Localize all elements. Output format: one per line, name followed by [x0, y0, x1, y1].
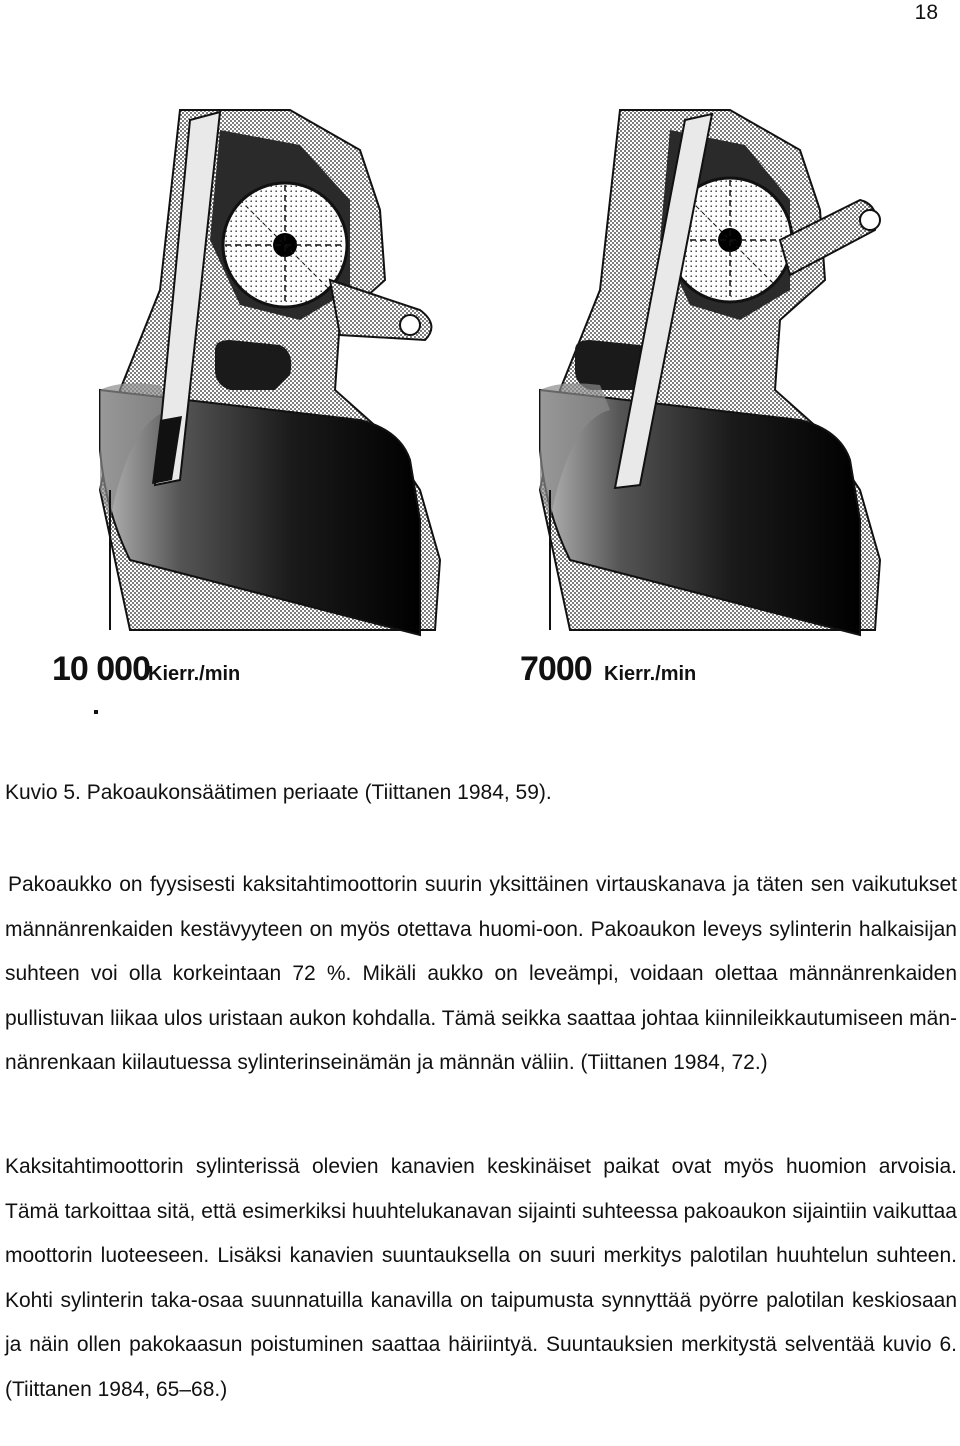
page-number: 18	[914, 1, 938, 24]
speck-mark	[94, 710, 98, 714]
right-diagram	[538, 109, 882, 637]
right-speed-unit: Kierr./min	[604, 663, 696, 685]
figure-caption: Kuvio 5. Pakoaukonsäätimen periaate (Tii…	[5, 781, 552, 804]
exhaust-valve-diagram: 10 000 Kierr./min 7000 Kierr./min	[52, 109, 882, 714]
body-paragraph-2: Kaksitahtimoottorin sylinterissä olevien…	[5, 1155, 957, 1401]
left-speed-number: 10 000	[52, 650, 150, 688]
right-speed-number: 7000	[520, 650, 592, 688]
left-speed-unit: Kierr./min	[148, 663, 240, 685]
exhaust-valve-figure: 10 000 Kierr./min 7000 Kierr./min	[40, 90, 920, 730]
left-diagram	[98, 109, 442, 637]
body-paragraph-1: Pakoaukko on fyysisesti kaksitahtimootto…	[5, 873, 957, 1075]
